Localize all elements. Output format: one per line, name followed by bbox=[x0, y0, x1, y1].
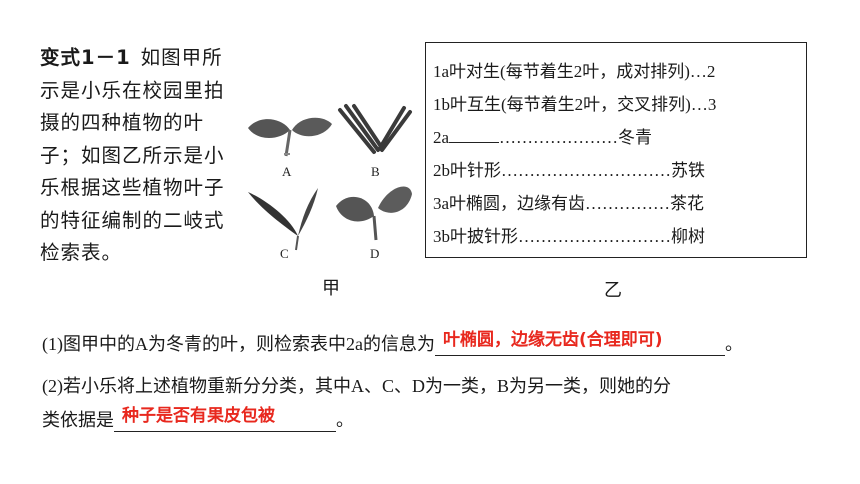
key-row-2b: 2b叶针形…………………………苏铁 bbox=[433, 161, 705, 180]
dichotomous-key: 1a叶对生(每节着生2叶，成对排列)…2 1b叶互生(每节着生2叶，交叉排列)…… bbox=[425, 42, 807, 258]
key-row-2a-blank bbox=[449, 128, 500, 143]
question-1: (1)图甲中的A为冬青的叶，则检索表中2a的信息为叶椭圆，边缘无齿(合理即可) 。 bbox=[42, 330, 743, 356]
question-2-answer-blank: 种子是否有果皮包被 bbox=[114, 406, 336, 432]
exercise-tag: 变式1－1 bbox=[40, 46, 131, 69]
key-row-1b: 1b叶互生(每节着生2叶，交叉排列)…3 bbox=[433, 95, 717, 114]
key-row-2a: 2a …………………冬青 bbox=[433, 123, 652, 148]
leaf-label-d: D bbox=[370, 246, 380, 261]
question-1-text: (1)图甲中的A为冬青的叶，则检索表中2a的信息为 bbox=[42, 334, 435, 354]
leaf-d-icon bbox=[336, 186, 412, 241]
question-1-end: 。 bbox=[724, 334, 743, 354]
leaves-illustration bbox=[248, 104, 412, 251]
question-1-answer-blank: 叶椭圆，边缘无齿(合理即可) bbox=[434, 330, 725, 356]
leaf-c-icon bbox=[248, 188, 318, 251]
question-2-end: 。 bbox=[336, 410, 354, 430]
key-row-2a-prefix: 2a bbox=[433, 128, 450, 147]
leaf-b-icon bbox=[338, 104, 412, 154]
leaf-label-c: C bbox=[280, 246, 289, 261]
question-2-line-1: (2)若小乐将上述植物重新分分类，其中A、C、D为一类，B为另一类，则她的分 bbox=[42, 376, 671, 396]
key-row-2a-suffix: …………………冬青 bbox=[499, 128, 653, 147]
key-row-3a: 3a叶椭圆，边缘有齿……………茶花 bbox=[433, 194, 705, 213]
question-2-text: 类依据是 bbox=[42, 410, 114, 430]
key-row-1a: 1a叶对生(每节着生2叶，成对排列)…2 bbox=[433, 62, 716, 81]
key-row-3b: 3b叶披针形………………………柳树 bbox=[433, 227, 705, 246]
leaf-label-b: B bbox=[371, 164, 380, 179]
figure-jia: A B C D bbox=[240, 100, 420, 290]
question-2-answer: 种子是否有果皮包被 bbox=[122, 406, 275, 426]
question-1-answer: 叶椭圆，边缘无齿(合理即可) bbox=[442, 330, 663, 350]
figure-jia-caption: 甲 bbox=[322, 278, 340, 299]
leaf-label-a: A bbox=[282, 164, 292, 179]
question-2-line-2: 类依据是种子是否有果皮包被 。 bbox=[42, 406, 354, 432]
figure-yi-caption: 乙 bbox=[604, 280, 622, 301]
intro-text: 如图甲所示是小乐在校园里拍摄的四种植物的叶子；如图乙所示是小乐根据这些植物叶子的… bbox=[40, 46, 225, 264]
leaf-a-icon bbox=[248, 117, 332, 157]
